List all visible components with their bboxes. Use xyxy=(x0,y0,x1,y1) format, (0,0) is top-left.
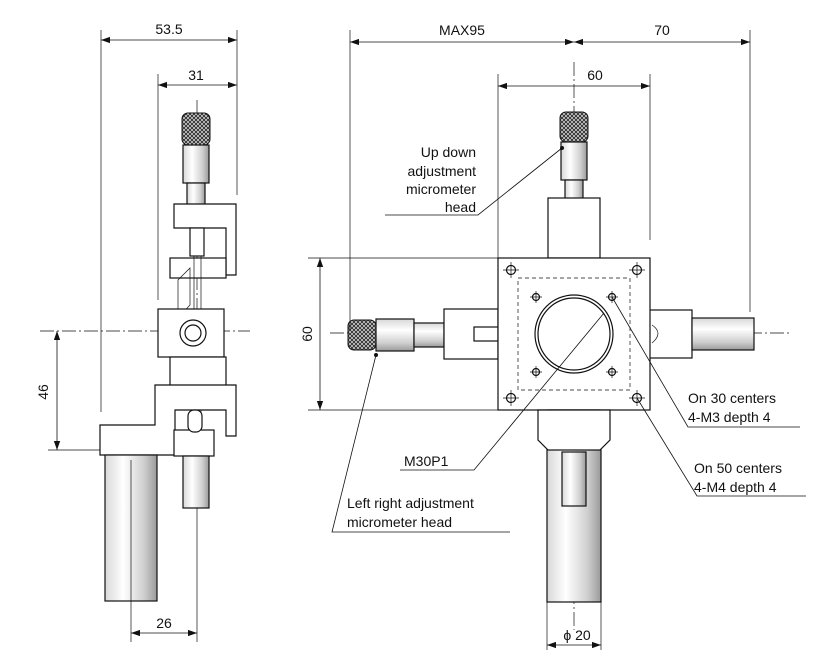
side-carriage-block xyxy=(157,308,225,358)
stage-plate xyxy=(497,257,651,411)
left-micrometer-sleeve xyxy=(413,322,445,348)
left-micrometer-thimble xyxy=(375,318,415,352)
note-updown-3: micrometer xyxy=(406,181,476,197)
note-holes30-2: 4-M3 depth 4 xyxy=(688,409,771,425)
leader-holes50 xyxy=(636,397,806,497)
dim-60-vertical-label: 60 xyxy=(299,326,315,342)
side-spindle-lower xyxy=(187,409,203,433)
top-micrometer-sleeve xyxy=(564,179,584,201)
dim-max95-label: MAX95 xyxy=(439,22,485,38)
side-bore-inner xyxy=(184,324,202,342)
stage-center-bore xyxy=(534,294,614,374)
dim-70-label: 70 xyxy=(654,22,670,38)
note-m30p1: M30P1 xyxy=(404,453,449,469)
dim-26-label: 26 xyxy=(156,615,172,631)
side-dovetail-upper xyxy=(177,267,191,319)
dim-46-label: 46 xyxy=(35,384,51,400)
note-updown-2: adjustment xyxy=(408,163,477,179)
side-micrometer-thimble xyxy=(182,144,210,184)
side-lower-shaft xyxy=(182,455,210,509)
dim-53-5-label: 53.5 xyxy=(155,21,182,37)
side-spindle-upper xyxy=(189,227,205,257)
leader-updown xyxy=(385,147,563,216)
right-spring-rod xyxy=(691,317,755,351)
note-holes30-1: On 30 centers xyxy=(688,390,776,406)
side-lower-guide xyxy=(169,356,227,390)
leader-holes30 xyxy=(611,296,800,428)
side-micrometer-sleeve xyxy=(186,182,206,206)
right-spring-housing xyxy=(647,309,693,359)
dim-31-label: 31 xyxy=(188,67,204,83)
side-bore-outer xyxy=(179,319,207,347)
top-micrometer-knurl xyxy=(559,111,589,143)
stage-center-bore-inner xyxy=(537,297,611,371)
top-micrometer-holder xyxy=(547,197,601,259)
side-base-step xyxy=(99,384,237,456)
leader-m30p1 xyxy=(400,312,605,471)
holes-m3 xyxy=(530,291,618,378)
bottom-collar xyxy=(537,409,611,453)
side-micrometer-knurl xyxy=(181,112,211,146)
left-spindle xyxy=(473,326,499,342)
stage-inner-outline xyxy=(517,277,631,391)
left-micrometer-knurl xyxy=(347,319,377,351)
note-updown-4: head xyxy=(445,199,476,215)
leader-leftright xyxy=(331,354,510,533)
top-micrometer-thimble xyxy=(560,141,588,181)
note-holes50-1: On 50 centers xyxy=(694,460,782,476)
side-view: 53.5 31 46 26 xyxy=(35,21,250,642)
front-view: MAX95 70 60 60 ϕ 20 Up down adjustment m… xyxy=(299,22,806,650)
dim-60-horizontal-label: 60 xyxy=(587,67,603,83)
dim-phi20-label: ϕ 20 xyxy=(563,627,591,643)
side-guide-top xyxy=(169,257,227,279)
right-spring-curve xyxy=(651,324,659,344)
note-leftright-1: Left right adjustment xyxy=(347,495,474,511)
leader-updown-dot xyxy=(560,146,564,150)
bottom-spindle-front xyxy=(561,451,587,507)
side-lower-bracket xyxy=(173,429,215,457)
note-holes50-2: 4-M4 depth 4 xyxy=(694,479,777,495)
note-updown-1: Up down xyxy=(421,144,476,160)
note-leftright-2: micrometer head xyxy=(347,514,452,530)
leader-leftright-dot xyxy=(374,353,378,357)
